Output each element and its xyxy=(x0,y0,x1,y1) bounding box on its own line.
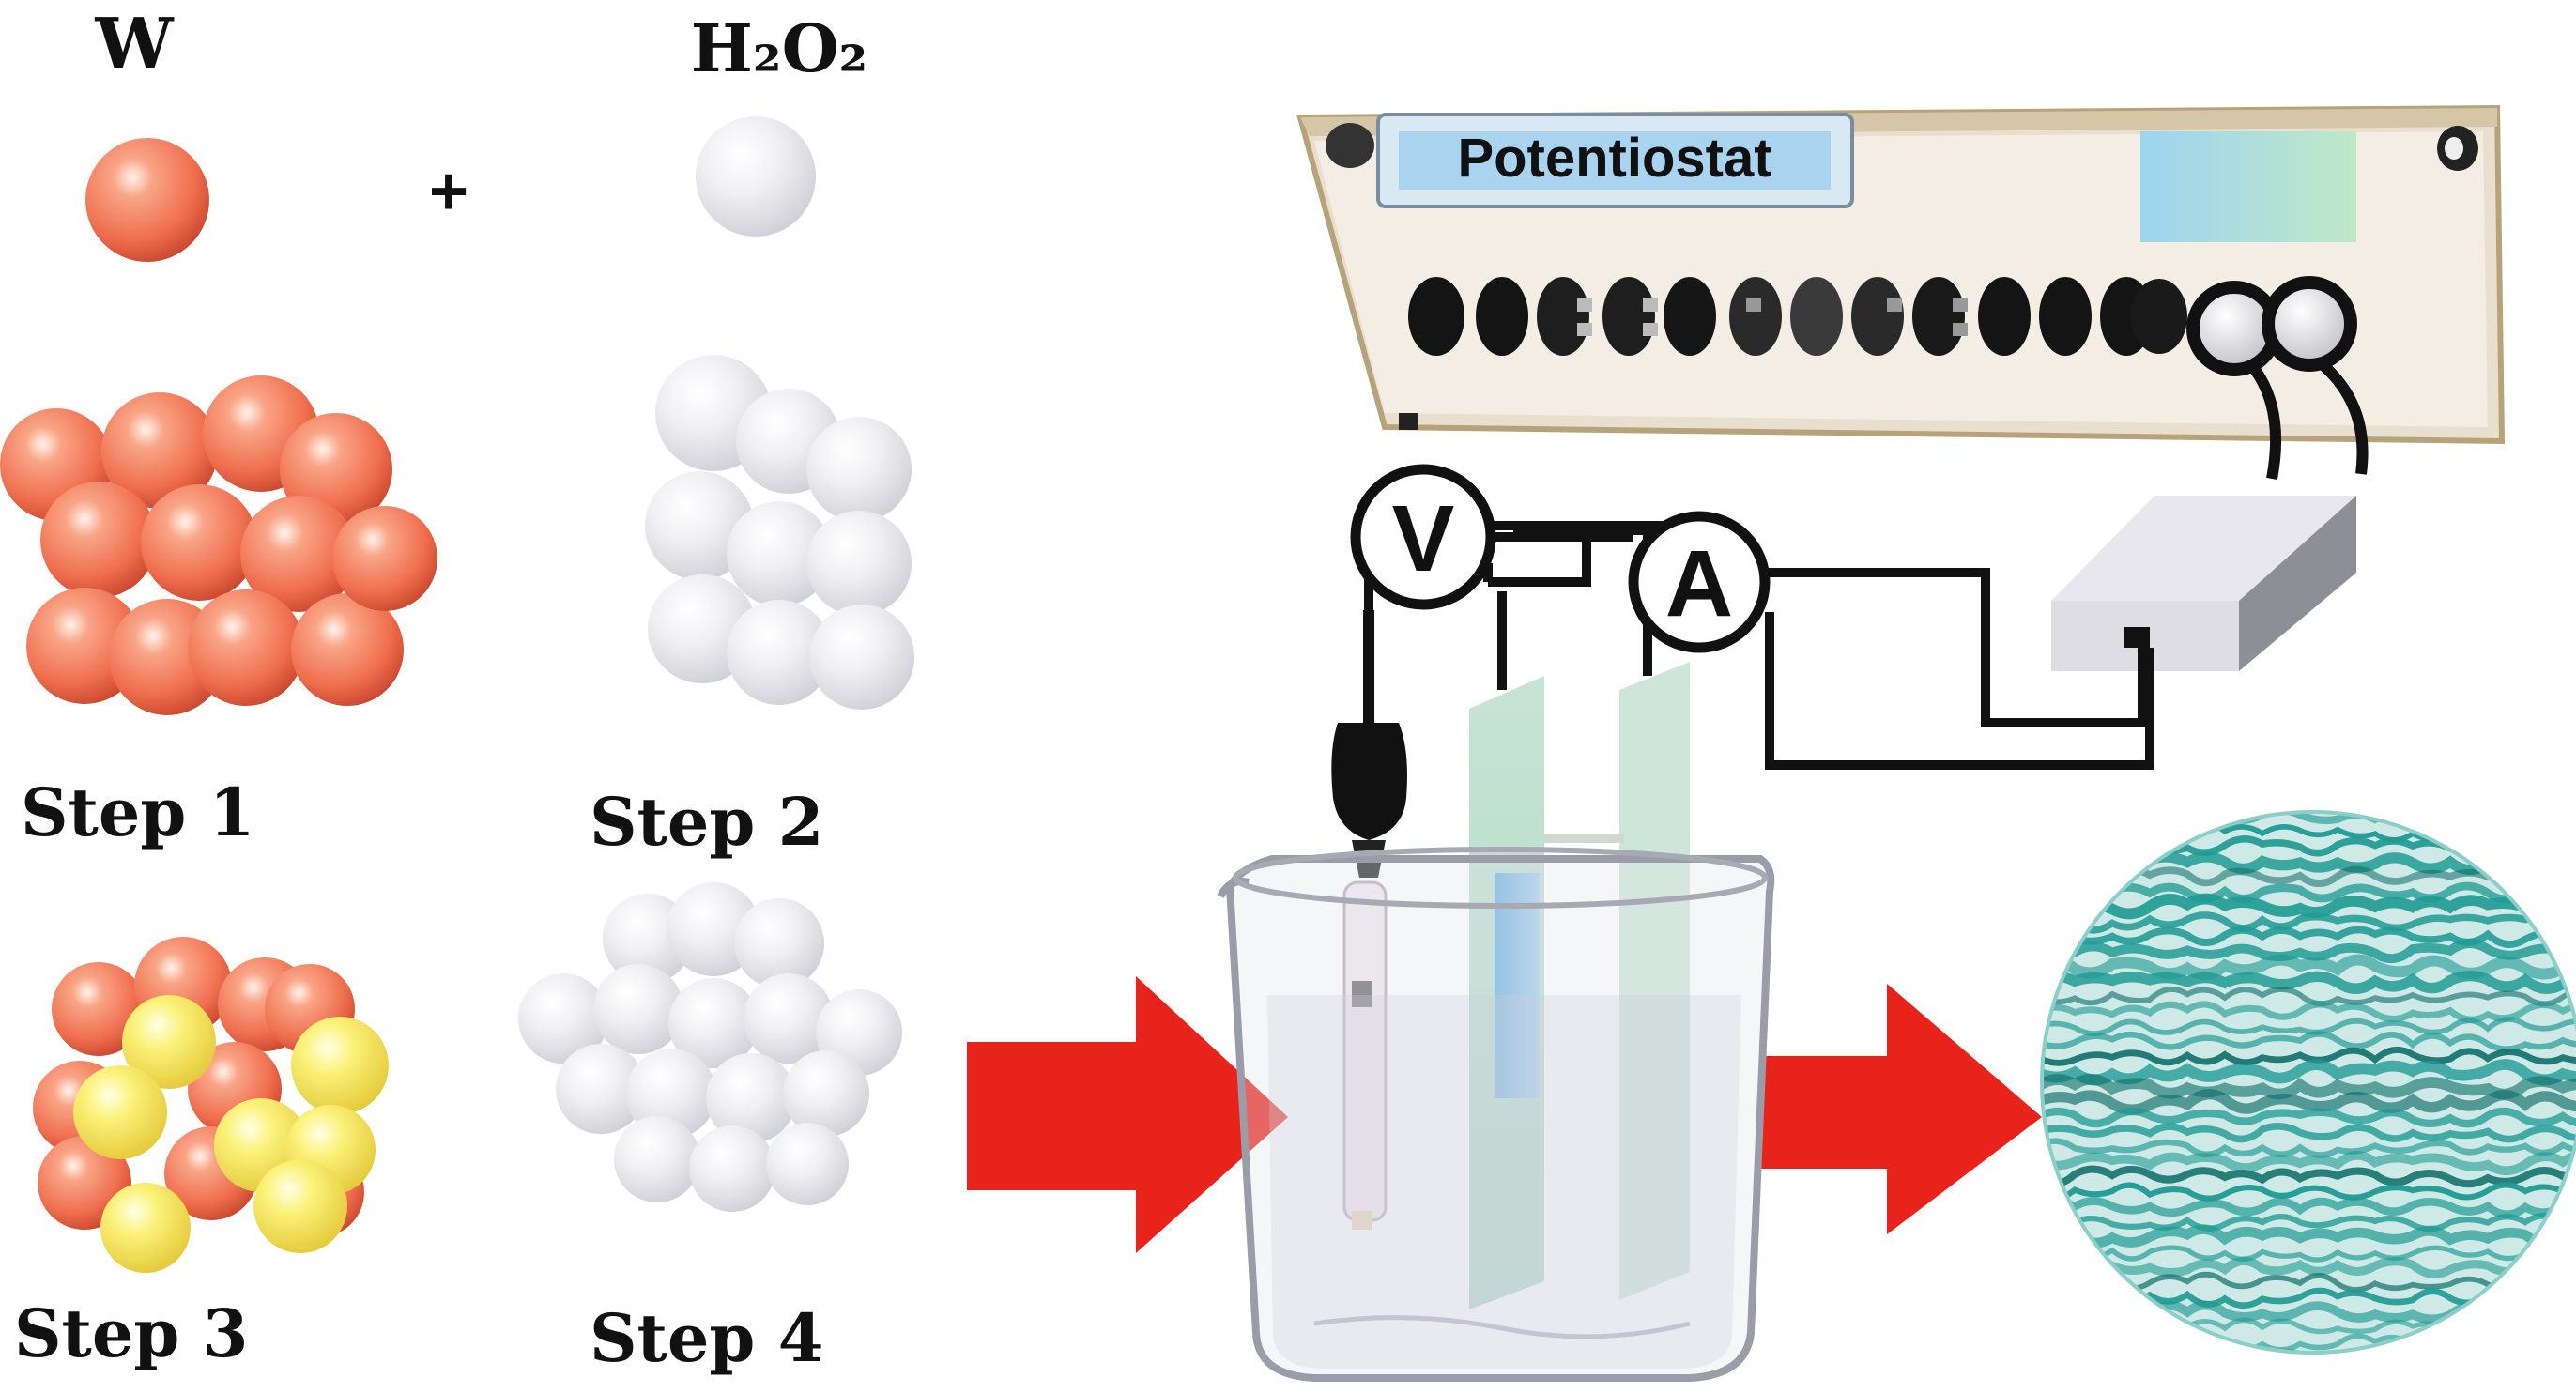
cable-jack-1 xyxy=(2244,358,2282,481)
film-texture-stroke xyxy=(2042,1224,2576,1248)
textured-surface-icon xyxy=(2040,810,2576,1355)
device-handle-left xyxy=(1326,123,1374,168)
voltmeter-symbol: V xyxy=(1392,486,1455,591)
ammeter-symbol: A xyxy=(1665,531,1733,636)
beaker xyxy=(1217,847,1775,1382)
film-texture-stroke xyxy=(2042,1123,2576,1143)
connector-row xyxy=(1408,277,2187,356)
film-texture-stroke xyxy=(2042,1182,2576,1202)
step3-label: Step 3 xyxy=(14,1294,248,1372)
film-texture-stroke xyxy=(2042,954,2576,980)
voltmeter: V xyxy=(1350,464,1496,610)
hydrogen-peroxide-label: H₂O₂ xyxy=(691,9,867,87)
film-texture-stroke xyxy=(2042,1245,2576,1263)
film-texture-stroke xyxy=(2042,939,2576,963)
tungsten-atom-sphere xyxy=(85,138,209,262)
film-texture-stroke xyxy=(2042,1165,2576,1188)
film-texture-stroke xyxy=(2042,893,2576,920)
working-electrode xyxy=(1469,676,1544,1309)
film-texture-stroke xyxy=(2042,1150,2576,1176)
step2-peroxide-cluster xyxy=(645,355,914,710)
film-texture-stroke xyxy=(2042,1107,2576,1128)
step4-label: Step 4 xyxy=(590,1299,823,1377)
reference-electrode xyxy=(1342,880,1388,1230)
step4-product-cluster xyxy=(518,882,902,1212)
potentiostat-device: Potentiostat xyxy=(1296,104,2506,445)
tungsten-label: W xyxy=(94,4,174,84)
peroxide-molecule-sphere xyxy=(696,116,816,237)
step1-label: Step 1 xyxy=(21,773,254,851)
film-texture-stroke xyxy=(2042,926,2576,948)
film-texture-stroke xyxy=(2042,1213,2576,1232)
counter-electrode xyxy=(1544,662,1690,1300)
device-display xyxy=(2140,131,2356,242)
film-texture-stroke xyxy=(2042,911,2576,934)
film-texture-stroke xyxy=(2042,1138,2576,1158)
junction-box xyxy=(2051,496,2356,671)
plug-icon xyxy=(1331,610,1407,878)
arrow-right-icon xyxy=(1760,984,2042,1234)
device-label: Potentiostat xyxy=(1457,128,1771,189)
step1-tungsten-cluster xyxy=(0,375,437,715)
step2-label: Step 2 xyxy=(590,783,823,861)
plus-sign: + xyxy=(429,154,468,229)
film-texture-stroke xyxy=(2042,970,2576,994)
step3-mixed-cluster xyxy=(33,937,389,1273)
cable-jack-2 xyxy=(2315,357,2369,475)
output-jack-2 xyxy=(2262,276,2357,372)
ammeter: A xyxy=(1628,511,1771,653)
arrow-right-icon xyxy=(967,976,1288,1253)
